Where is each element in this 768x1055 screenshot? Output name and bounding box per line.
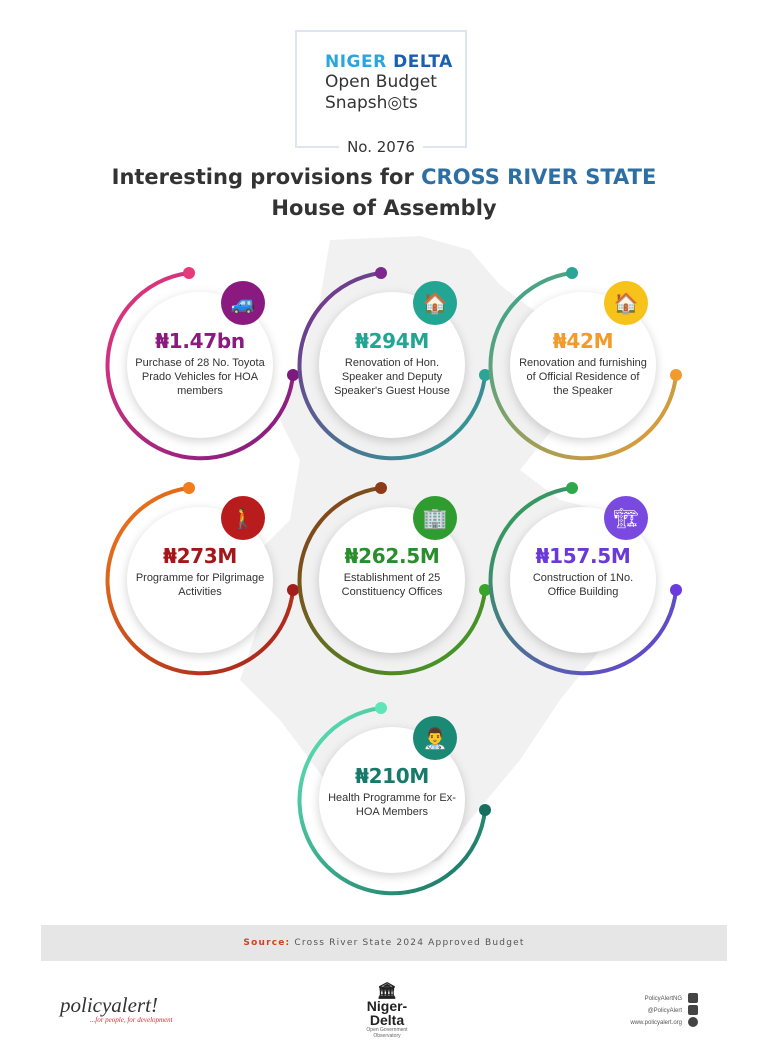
observatory-text: Open Government Observatory (366, 1027, 408, 1039)
building-icon: 🏗 (604, 496, 648, 540)
building-icon: 🏛 (376, 983, 398, 1000)
progress-arc (297, 702, 491, 896)
provision-card: ₦210M Health Programme for Ex-HOA Member… (292, 700, 492, 900)
progress-arc (297, 482, 491, 676)
pilgrims-icon: 🚶 (221, 496, 265, 540)
provision-body: ₦1.47bn Purchase of 28 No. Toyota Prado … (127, 292, 273, 438)
policyalert-logo: policyalert!...for people, for developme… (60, 993, 173, 1024)
source-label: Source: (243, 938, 291, 948)
arc-end-dot (479, 584, 491, 596)
snapshots-logo: NIGER DELTA Open Budget Snapsh◎ts No. 20… (295, 30, 467, 156)
title-prefix: Interesting provisions for (111, 165, 414, 189)
provision-description: Renovation and furnishing of Official Re… (519, 357, 647, 397)
arc-start-dot (375, 267, 387, 279)
provision-description: Renovation of Hon. Speaker and Deputy Sp… (334, 357, 450, 397)
website-link[interactable]: www.policyalert.org (630, 1020, 682, 1026)
provision-amount: ₦210M (354, 764, 430, 788)
provision-description: Programme for Pilgrimage Activities (135, 572, 265, 598)
arc-end-dot (287, 369, 299, 381)
brand-line2: Open Budget (325, 72, 437, 92)
arc-start-dot (183, 267, 195, 279)
title-line2: House of Assembly (271, 196, 497, 220)
arc-end-dot (479, 369, 491, 381)
social-links: PolicyAlertNG @PolicyAlert www.policyale… (630, 993, 698, 1029)
provision-card: ₦1.47bn Purchase of 28 No. Toyota Prado … (100, 265, 300, 465)
provision-card: ₦294M Renovation of Hon. Speaker and Dep… (292, 265, 492, 465)
arc-start-dot (375, 702, 387, 714)
provision-description: Construction of 1No. Office Building (532, 572, 634, 598)
arc-start-dot (566, 267, 578, 279)
office-icon: 🏢 (413, 496, 457, 540)
arc-start-dot (566, 482, 578, 494)
policyalert-tagline: ...for people, for development (90, 1016, 173, 1024)
niger-delta-wordmark: Niger-Delta (366, 998, 408, 1028)
progress-arc (297, 267, 491, 461)
provision-description: Purchase of 28 No. Toyota Prado Vehicles… (135, 357, 265, 397)
provision-description: Establishment of 25 Constituency Offices (341, 572, 443, 598)
arc-start-dot (375, 482, 387, 494)
car-icon: 🚙 (221, 281, 265, 325)
provision-card: ₦273M Programme for Pilgrimage Activitie… (100, 480, 300, 680)
snapshot-number: No. 2076 (339, 138, 423, 156)
provision-body: ₦157.5M Construction of 1No. Office Buil… (510, 507, 656, 653)
house-icon: 🏠 (604, 281, 648, 325)
facebook-handle[interactable]: PolicyAlertNG (644, 996, 682, 1002)
provision-amount: ₦273M (162, 544, 238, 568)
provision-card: ₦42M Renovation and furnishing of Offici… (483, 265, 683, 465)
arc-end-dot (287, 584, 299, 596)
house-icon: 🏠 (413, 281, 457, 325)
doctor-icon: 👨‍⚕️ (413, 716, 457, 760)
twitter-icon (688, 1005, 698, 1016)
provision-amount: ₦157.5M (535, 544, 631, 568)
facebook-icon (688, 993, 698, 1004)
globe-icon (688, 1017, 698, 1028)
arc-start-dot (183, 482, 195, 494)
provision-description: Health Programme for Ex-HOA Members (328, 792, 456, 818)
provision-card: ₦157.5M Construction of 1No. Office Buil… (483, 480, 683, 680)
progress-arc (488, 267, 682, 461)
provision-body: ₦262.5M Establishment of 25 Constituency… (319, 507, 465, 653)
provision-amount: ₦294M (354, 329, 430, 353)
provision-amount: ₦1.47bn (155, 329, 245, 353)
brand-niger: NIGER (325, 52, 387, 72)
arc-end-dot (479, 804, 491, 816)
twitter-handle[interactable]: @PolicyAlert (647, 1008, 682, 1014)
page-title: Interesting provisions for CROSS RIVER S… (0, 162, 768, 224)
source-bar: Source: Cross River State 2024 Approved … (41, 925, 727, 961)
provision-amount: ₦42M (552, 329, 614, 353)
provision-amount: ₦262.5M (344, 544, 440, 568)
arc-end-dot (670, 369, 682, 381)
progress-arc (105, 482, 299, 676)
brand-line3: Snapsh◎ts (325, 93, 418, 113)
brand-delta: DELTA (393, 52, 453, 72)
policyalert-wordmark: policyalert! (60, 993, 158, 1017)
title-highlight: CROSS RIVER STATE (421, 165, 657, 189)
progress-arc (105, 267, 299, 461)
arc-end-dot (670, 584, 682, 596)
progress-arc (488, 482, 682, 676)
provision-card: ₦262.5M Establishment of 25 Constituency… (292, 480, 492, 680)
source-text: Cross River State 2024 Approved Budget (294, 938, 525, 948)
